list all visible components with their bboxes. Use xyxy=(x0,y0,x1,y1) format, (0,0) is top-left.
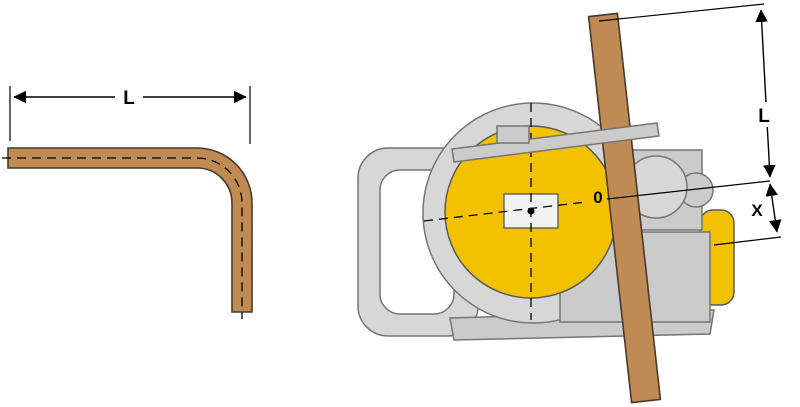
die-center-dot xyxy=(527,207,535,215)
left-dim-label: L xyxy=(123,88,135,109)
right-dim-x-line xyxy=(765,183,782,233)
right-dim-l-label-bg xyxy=(752,102,776,127)
right-dim-extension-top xyxy=(598,3,765,22)
die-horizontal-centerline xyxy=(423,201,587,222)
right-dimensions: L X xyxy=(598,3,782,246)
left-dim-label-bg xyxy=(115,84,143,109)
tube-bender-figure: 0 xyxy=(357,12,771,404)
clamp-bar xyxy=(451,122,660,163)
clamp-tab xyxy=(496,125,530,144)
bent-tube-centerline xyxy=(2,157,243,319)
right-dim-extension-bottom xyxy=(713,236,782,246)
right-dim-l-line xyxy=(755,9,776,178)
zero-mark-label: 0 xyxy=(593,188,602,207)
bent-tube-figure: L xyxy=(2,84,253,319)
zero-reference-line xyxy=(606,180,771,200)
right-dim-x-label: X xyxy=(751,201,763,220)
right-dim-l-label: L xyxy=(758,106,770,127)
workpiece-tube xyxy=(587,12,662,404)
bent-tube xyxy=(7,147,253,313)
